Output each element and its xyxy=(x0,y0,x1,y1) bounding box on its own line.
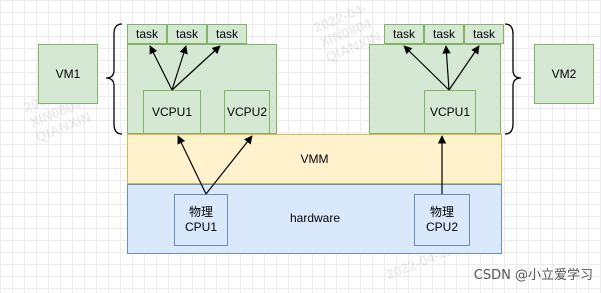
vm1-label: VM1 xyxy=(55,66,81,81)
vm1-vcpu1: VCPU1 xyxy=(143,90,201,134)
vm2-label-box: VM2 xyxy=(534,44,594,104)
vm2-label: VM2 xyxy=(551,66,577,81)
arrow-vm2-vcpu1-task3 xyxy=(448,45,480,91)
vcpu-label: VCPU1 xyxy=(429,104,470,119)
task-label: task xyxy=(135,26,158,41)
vm2-task-2: task xyxy=(424,24,464,44)
task-label: task xyxy=(392,26,415,41)
arrow-vm2-vcpu1-task2 xyxy=(442,45,451,91)
task-label: task xyxy=(215,26,238,41)
vm1-task-2: task xyxy=(167,24,207,44)
vm1-task-1: task xyxy=(127,24,167,44)
vm1-label-box: VM1 xyxy=(38,44,98,104)
arrow-cpu1-vm1-vcpu2 xyxy=(205,135,253,195)
arrow-vm1-vcpu1-task1 xyxy=(149,45,173,91)
vcpu-label: VCPU2 xyxy=(226,104,267,119)
task-label: task xyxy=(432,26,455,41)
vm2-task-3: task xyxy=(464,24,504,44)
vm1-task-3: task xyxy=(207,24,247,44)
arrow-cpu1-vm1-vcpu1 xyxy=(177,135,207,195)
vm2-task-1: task xyxy=(384,24,424,44)
arrow-vm1-vcpu1-task3 xyxy=(171,45,221,91)
vm1-brace xyxy=(105,23,123,135)
hardware-label: hardware xyxy=(290,211,341,225)
vm1-vcpu2: VCPU2 xyxy=(224,90,270,134)
cpu-label: 物理 CPU2 xyxy=(425,205,458,234)
physical-cpu2: 物理 CPU2 xyxy=(414,194,470,246)
arrow-vm1-vcpu1-task2 xyxy=(171,45,188,91)
vm2-vcpu1: VCPU1 xyxy=(424,90,476,134)
csdn-credit: CSDN @小立爱学习 xyxy=(473,268,593,283)
task-label: task xyxy=(472,26,495,41)
arrow-vm2-vcpu1-task1 xyxy=(403,45,450,91)
vm2-brace xyxy=(504,23,522,135)
physical-cpu1: 物理 CPU1 xyxy=(174,194,228,246)
vmm-label: VMM xyxy=(300,151,329,166)
vcpu-label: VCPU1 xyxy=(151,104,192,119)
task-label: task xyxy=(175,26,198,41)
cpu-label: 物理 CPU1 xyxy=(184,205,217,234)
